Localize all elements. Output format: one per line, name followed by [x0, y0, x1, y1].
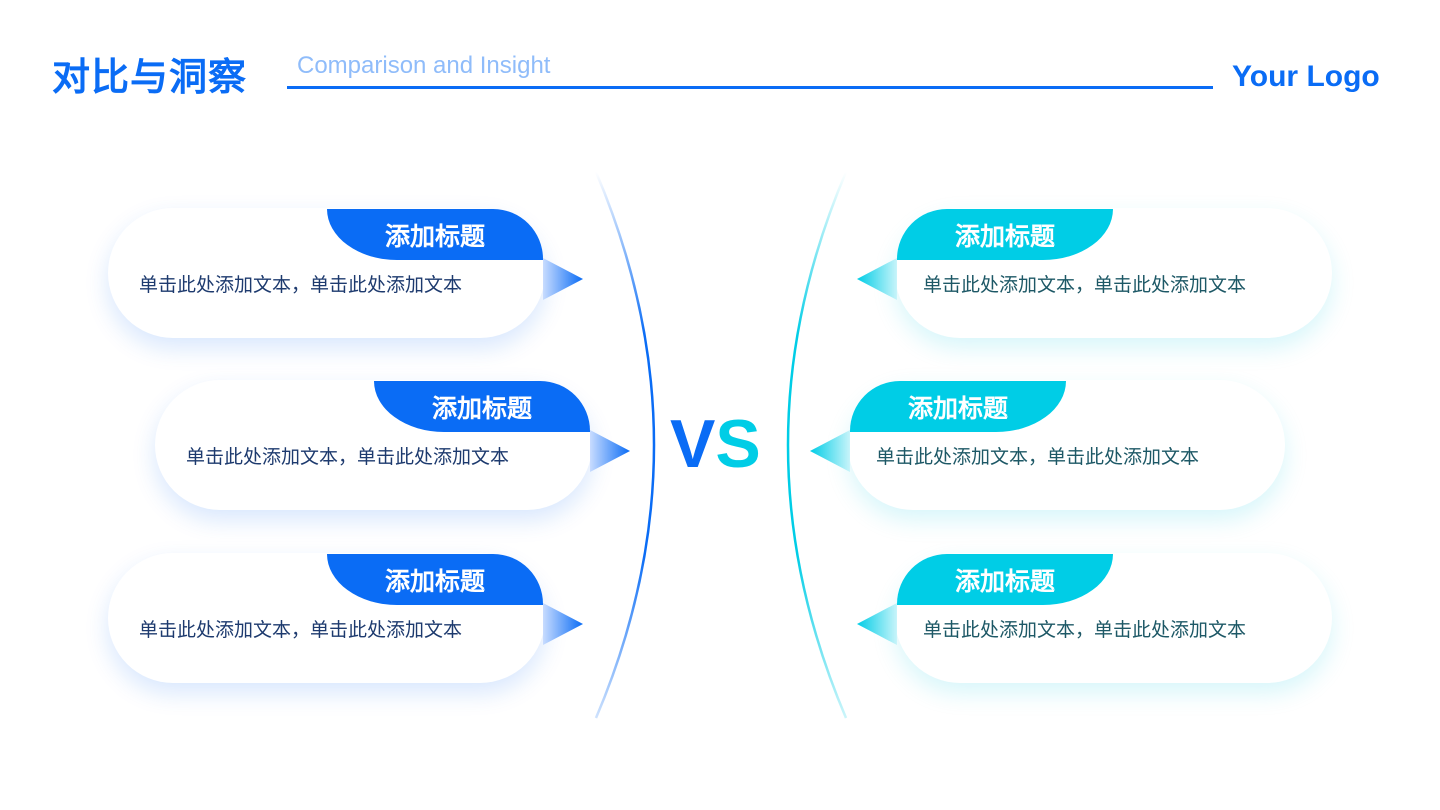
- card-title: 添加标题: [897, 554, 1113, 605]
- vs-label: VS: [670, 405, 761, 483]
- vs-s: S: [715, 406, 761, 482]
- page-subtitle: Comparison and Insight: [297, 52, 551, 79]
- right-card-2: 添加标题 单击此处添加文本，单击此处添加文本: [810, 380, 1285, 510]
- card-text: 单击此处添加文本，单击此处添加文本: [139, 619, 463, 641]
- card-text: 单击此处添加文本，单击此处添加文本: [186, 446, 510, 468]
- card-title: 添加标题: [374, 381, 590, 432]
- card-text: 单击此处添加文本，单击此处添加文本: [923, 619, 1247, 641]
- card-title: 添加标题: [850, 381, 1066, 432]
- left-card-3: 添加标题 单击此处添加文本，单击此处添加文本: [108, 553, 583, 683]
- card-text: 单击此处添加文本，单击此处添加文本: [139, 274, 463, 296]
- left-card-2: 添加标题 单击此处添加文本，单击此处添加文本: [155, 380, 630, 510]
- card-title: 添加标题: [327, 209, 543, 260]
- vs-v: V: [670, 406, 716, 482]
- left-bracket: [594, 171, 656, 719]
- left-card-1: 添加标题 单击此处添加文本，单击此处添加文本: [108, 208, 583, 338]
- header-divider: [287, 86, 1213, 89]
- card-text: 单击此处添加文本，单击此处添加文本: [923, 274, 1247, 296]
- card-title: 添加标题: [327, 554, 543, 605]
- right-bracket: [786, 171, 848, 719]
- card-title: 添加标题: [897, 209, 1113, 260]
- page-title: 对比与洞察: [52, 55, 248, 99]
- right-card-3: 添加标题 单击此处添加文本，单击此处添加文本: [857, 553, 1332, 683]
- card-text: 单击此处添加文本，单击此处添加文本: [876, 446, 1200, 468]
- logo: Your Logo: [1232, 60, 1380, 93]
- right-card-1: 添加标题 单击此处添加文本，单击此处添加文本: [857, 208, 1332, 338]
